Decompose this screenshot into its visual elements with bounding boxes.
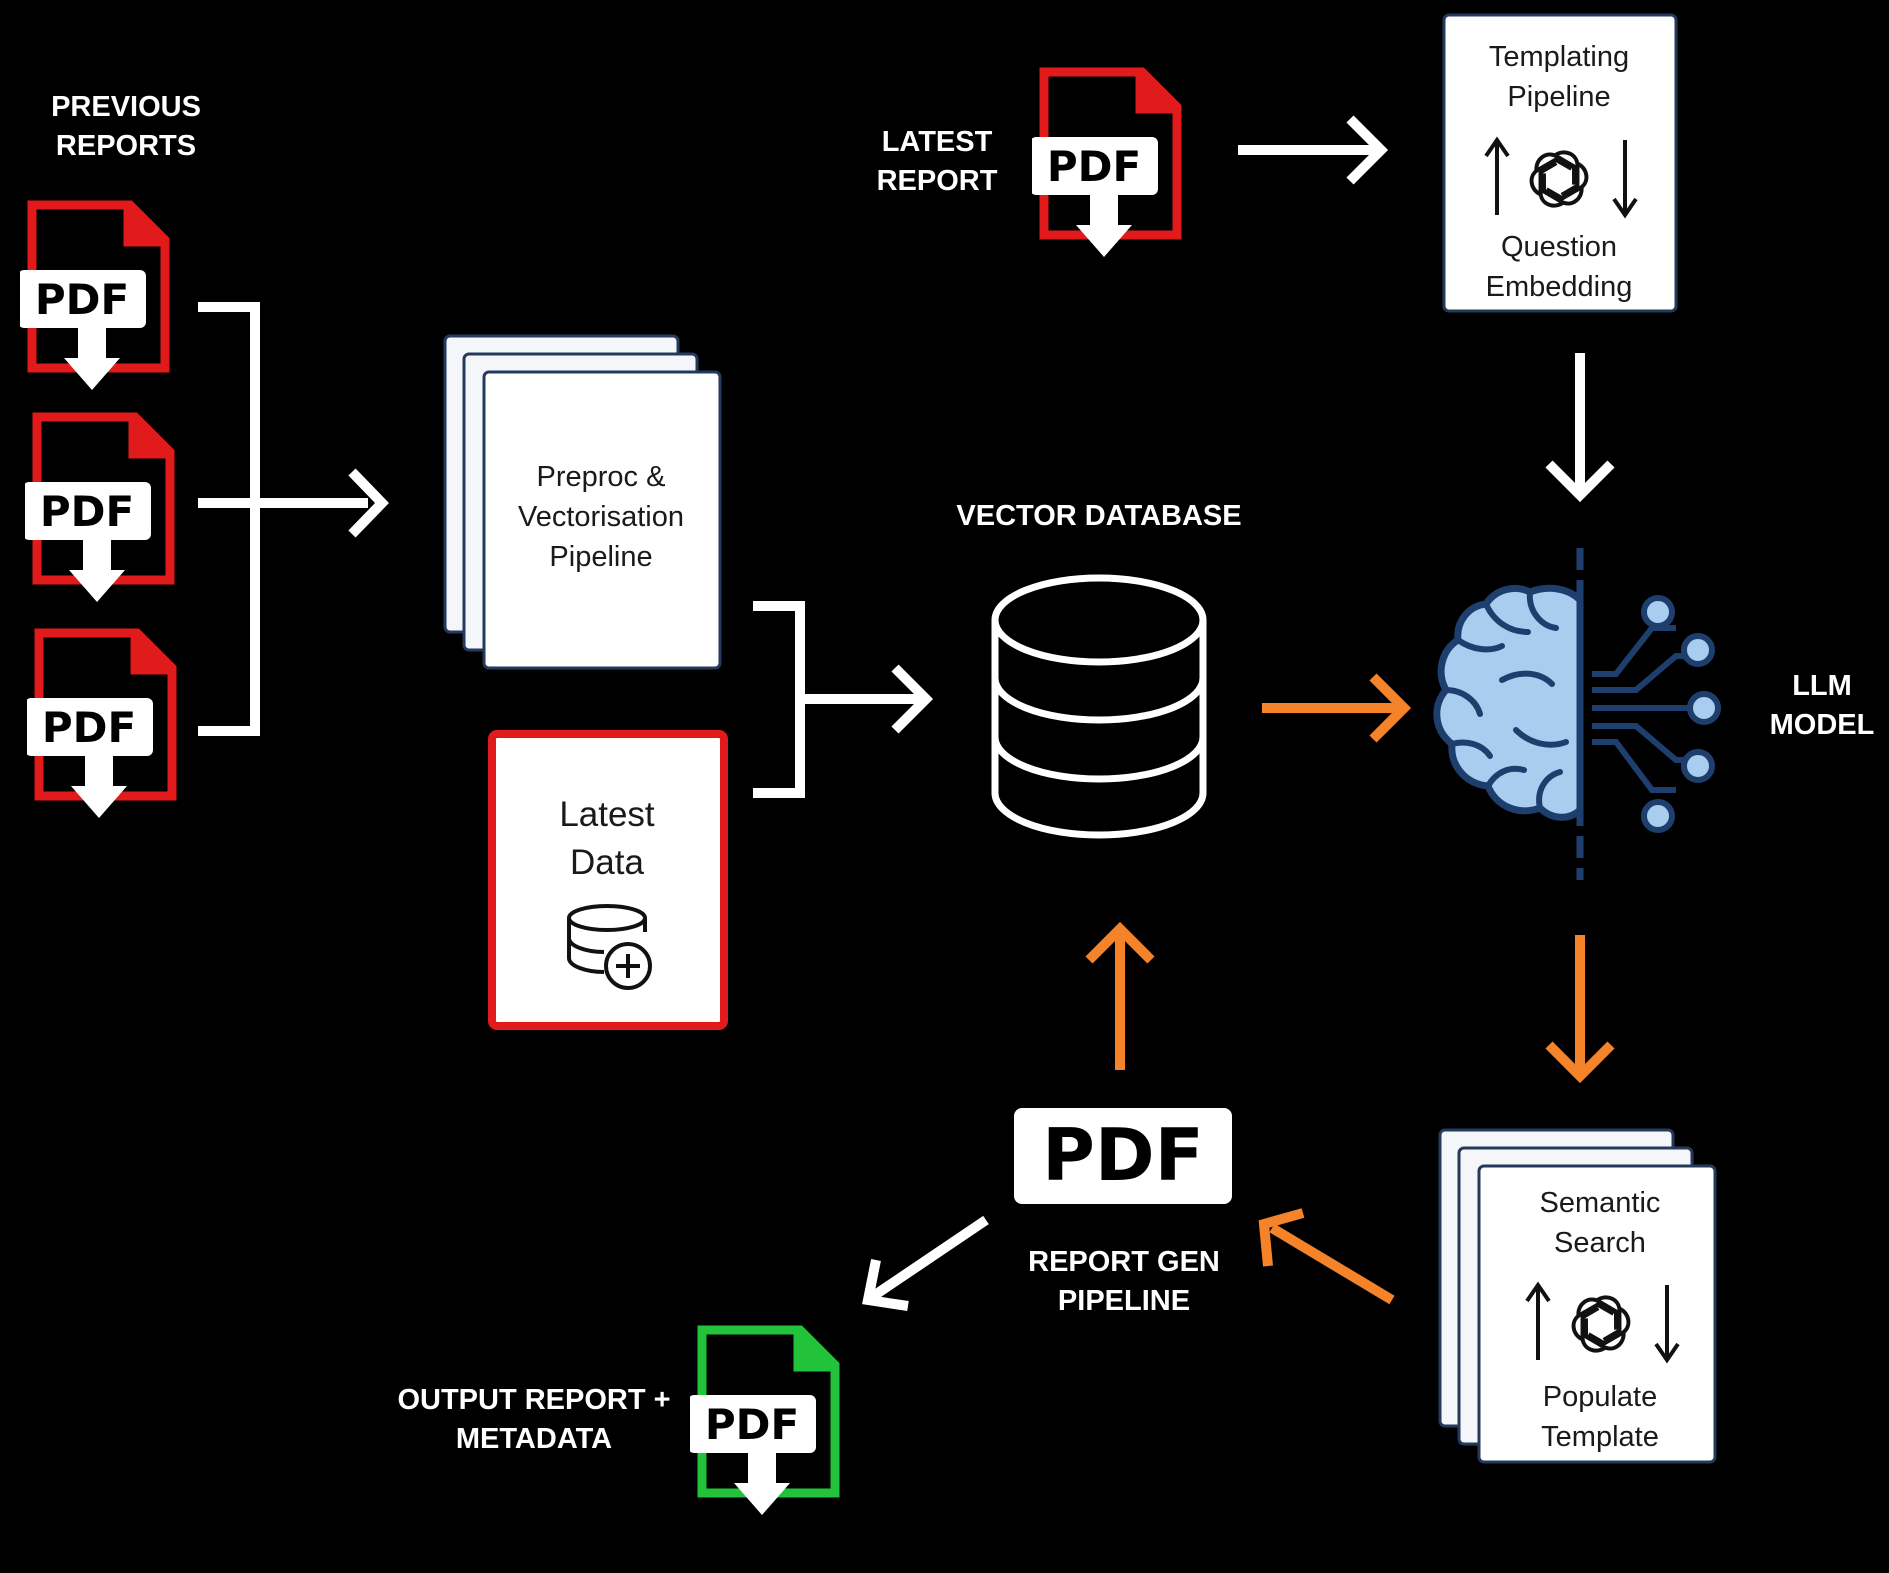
output-report-label-line1: OUTPUT REPORT + [397, 1384, 670, 1416]
report-gen-pdf-text: PDF [1042, 1113, 1204, 1197]
merge-bracket [198, 302, 389, 736]
pdf-document-icon [1030, 72, 1177, 257]
report-gen-label-line2: PIPELINE [1058, 1285, 1190, 1317]
down-arrow-icon [1612, 140, 1638, 219]
output-report-label-line2: METADATA [456, 1423, 612, 1455]
arrow-icon [1238, 115, 1389, 185]
vector-database-label: VECTOR DATABASE [956, 500, 1241, 532]
preproc-label-line3: Pipeline [549, 541, 652, 573]
database-add-icon [567, 904, 652, 990]
pdf-document-icon [23, 417, 170, 602]
latest-report-label-line2: REPORT [877, 165, 998, 197]
latest-data-box: Latest Data [488, 730, 728, 1030]
previous-reports-label-line2: REPORTS [56, 130, 196, 162]
pdf-badge-icon: PDF [1014, 1108, 1232, 1204]
arrow-icon [1085, 921, 1155, 1070]
preproc-label-line1: Preproc & [537, 461, 666, 493]
templating-pipeline-box: Templating Pipeline Question Embedding [1442, 13, 1678, 313]
latest-report-label-line1: LATEST [882, 126, 993, 158]
llm-model-label-line2: MODEL [1770, 709, 1875, 741]
llm-model-label-line1: LLM [1792, 670, 1852, 702]
question-embedding-label-line1: Question [1501, 231, 1617, 263]
pdf-document-icon [688, 1330, 835, 1515]
arrow-icon [862, 1215, 989, 1311]
pdf-document-icon [18, 205, 165, 390]
templating-label-line1: Templating [1489, 41, 1629, 73]
semantic-label-line2: Search [1554, 1227, 1646, 1259]
preproc-label-line2: Vectorisation [518, 501, 684, 533]
question-embedding-label-line2: Embedding [1486, 271, 1633, 303]
merge-bracket [753, 601, 934, 798]
templating-label-line2: Pipeline [1507, 81, 1610, 113]
populate-template-label-line1: Populate [1543, 1381, 1658, 1413]
arrow-icon [1545, 935, 1615, 1084]
semantic-label-line1: Semantic [1540, 1187, 1661, 1219]
arrow-icon [1262, 673, 1412, 743]
pdf-document-icon [25, 633, 172, 818]
arrow-icon [1545, 353, 1615, 503]
preproc-vectorisation-box: Preproc & Vectorisation Pipeline [443, 334, 722, 670]
previous-reports-label-line1: PREVIOUS [51, 91, 201, 123]
semantic-search-box: Semantic Search Populate Template [1438, 1128, 1717, 1464]
latest-data-label-line2: Data [570, 843, 644, 882]
populate-template-label-line2: Template [1541, 1421, 1659, 1453]
up-arrow-icon [1484, 136, 1510, 215]
up-arrow-icon [1525, 1281, 1551, 1360]
database-icon [991, 574, 1207, 839]
arrow-icon [1258, 1208, 1395, 1305]
latest-data-label-line1: Latest [559, 795, 655, 834]
brain-circuit-icon [1433, 548, 1721, 880]
report-gen-label-line1: REPORT GEN [1028, 1246, 1220, 1278]
down-arrow-icon [1654, 1285, 1680, 1364]
